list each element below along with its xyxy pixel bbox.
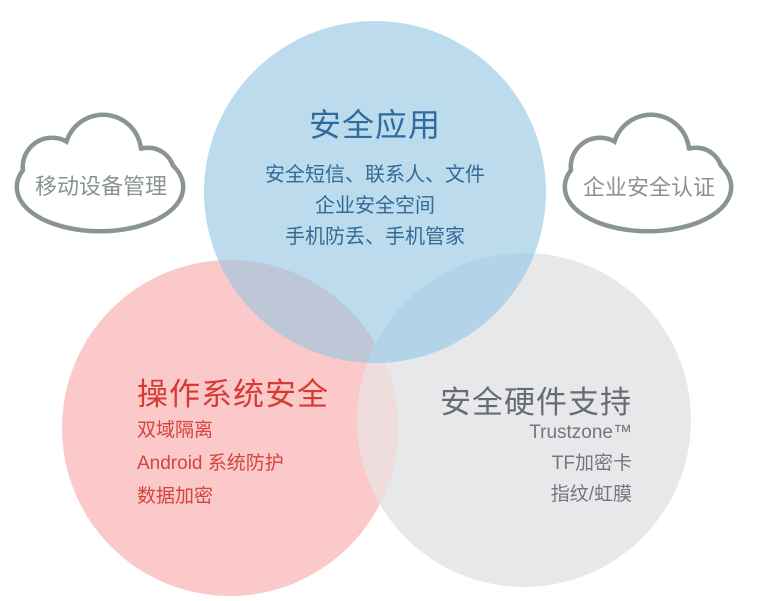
cloud-right-icon (562, 112, 734, 234)
apps-circle-title: 安全应用 (308, 107, 441, 143)
os-item: Android 系统防护 (137, 453, 284, 474)
hardware-item: 指纹/虹膜 (550, 484, 632, 505)
apps-item: 企业安全空间 (315, 195, 435, 217)
os-circle-items: 双域隔离 Android 系统防护 数据加密 (137, 414, 397, 513)
os-item: 双域隔离 (137, 420, 214, 441)
hardware-circle-items: Trustzone™ TF加密卡 指纹/虹膜 (372, 417, 632, 510)
os-item: 数据加密 (137, 486, 214, 507)
overlap-apps-hardware (357, 253, 546, 363)
apps-item: 手机防丢、手机管家 (285, 226, 465, 248)
cloud-left-label: 移动设备管理 (34, 174, 167, 199)
cloud-left-icon (14, 112, 186, 234)
cloud-right-label: 企业安全认证 (582, 175, 715, 200)
hardware-circle-title: 安全硬件支持 (440, 385, 632, 420)
os-circle-title: 操作系统安全 (137, 377, 329, 412)
overlap-apps-os (204, 260, 398, 363)
hardware-item: TF加密卡 (551, 453, 632, 474)
apps-item: 安全短信、联系人、文件 (265, 164, 485, 186)
apps-circle-items: 安全短信、联系人、文件 企业安全空间 手机防丢、手机管家 (215, 160, 535, 253)
hardware-item: Trustzone™ (529, 422, 632, 443)
